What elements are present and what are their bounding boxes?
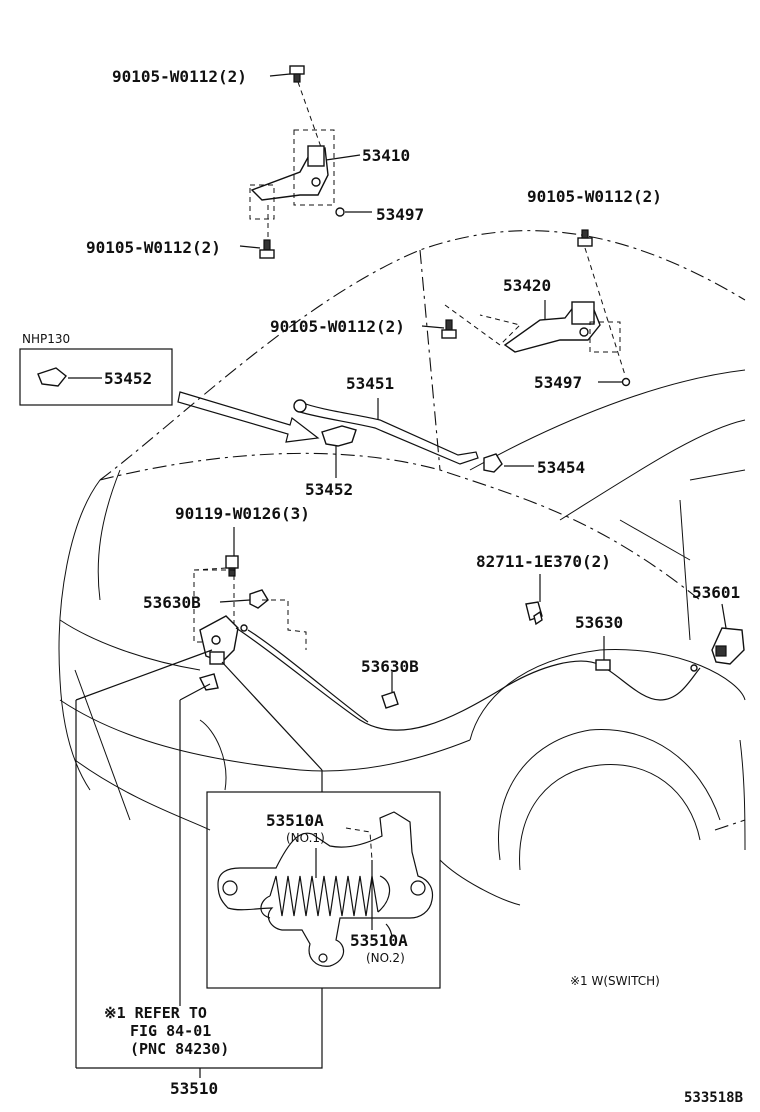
variant-box	[19, 348, 173, 406]
cushion-right-icon	[621, 377, 631, 387]
label-cushion-hood: 53454	[537, 458, 585, 477]
support-rod-group	[293, 398, 534, 478]
pointer-arrow-icon	[177, 391, 320, 443]
label-support-holder: 53452	[305, 480, 353, 499]
label-lock-assembly: 53510	[170, 1079, 218, 1098]
left-hinge-group	[239, 65, 372, 259]
support-rod-icon	[299, 401, 479, 465]
label-spring-no1-sub: (NO.1)	[286, 831, 325, 845]
label-clamp-left: 53630B	[143, 593, 201, 612]
bolt-left-bottom-icon	[259, 239, 275, 259]
screw-latch-icon	[225, 555, 239, 577]
vehicle-outline	[58, 230, 746, 906]
label-clip-cable: 82711-1E370(2)	[476, 552, 611, 571]
label-variant: NHP130	[22, 332, 70, 346]
label-support-holder-box: 53452	[104, 369, 152, 388]
label-spring-no1: 53510A	[266, 811, 324, 830]
label-release-lever: 53601	[692, 583, 740, 602]
latch-group	[193, 527, 745, 731]
label-bolt-left-bottom: 90105-W0112(2)	[86, 238, 221, 257]
cushion-hood-icon	[483, 453, 503, 473]
clip-cable-icon	[525, 601, 543, 626]
clamp-mid-icon	[381, 691, 399, 709]
label-support-rod: 53451	[346, 374, 394, 393]
label-bolt-right-mid: 90105-W0112(2)	[270, 317, 405, 336]
bolt-right-mid-icon	[441, 319, 457, 339]
label-bolt-right-top: 90105-W0112(2)	[527, 187, 662, 206]
support-holder-icon	[321, 425, 357, 447]
label-clamp-mid: 53630B	[361, 657, 419, 676]
spring-icon	[260, 875, 391, 919]
support-holder-small-icon	[37, 367, 67, 387]
label-cushion-right: 53497	[534, 373, 582, 392]
bolt-right-top-icon	[577, 229, 593, 247]
label-spring-no2: 53510A	[350, 931, 408, 950]
footnote-switch: ※1 W(SWITCH)	[570, 974, 660, 988]
release-cable-icon	[235, 627, 701, 731]
refer-line-2: FIG 84-01	[130, 1022, 211, 1040]
label-release-cable: 53630	[575, 613, 623, 632]
bolt-top-icon	[289, 65, 305, 83]
refer-line-3: (PNC 84230)	[130, 1040, 229, 1058]
clamp-left-icon	[249, 589, 269, 609]
cushion-left-icon	[335, 207, 345, 217]
spring-detail-box	[206, 791, 441, 989]
figure-code: 533518B	[684, 1090, 743, 1106]
hinge-right-icon	[503, 301, 601, 353]
right-hinge-group	[421, 229, 631, 387]
release-lever-icon	[711, 627, 745, 665]
label-spring-no2-sub: (NO.2)	[366, 951, 405, 965]
label-hinge-left: 53410	[362, 146, 410, 165]
refer-line-1: ※1 REFER TO	[104, 1004, 207, 1022]
hinge-left-icon	[250, 145, 329, 201]
label-hinge-right: 53420	[503, 276, 551, 295]
label-screw-latch: 90119-W0126(3)	[175, 504, 310, 523]
label-cushion-left: 53497	[376, 205, 424, 224]
hood-lock-icon	[199, 615, 239, 665]
label-bolt-top: 90105-W0112(2)	[112, 67, 247, 86]
